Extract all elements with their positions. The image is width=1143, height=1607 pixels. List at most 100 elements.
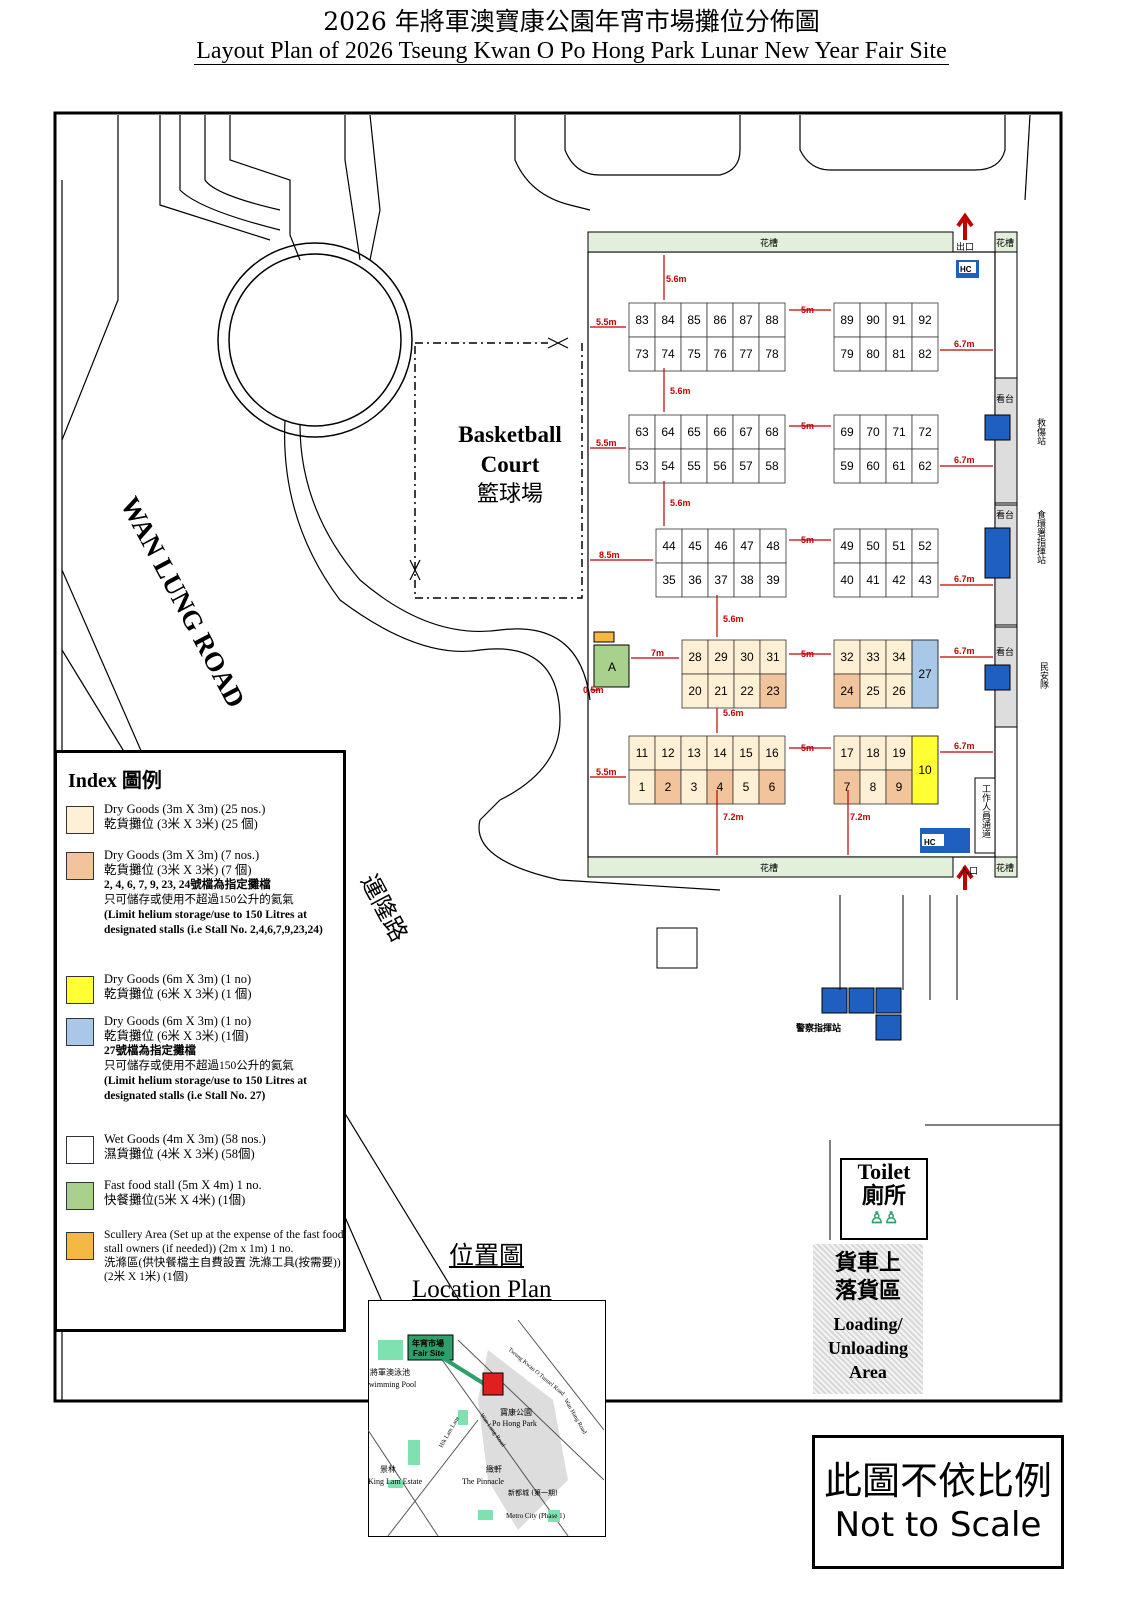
stall-box-31 (759, 639, 787, 675)
stall-26: 26 (885, 673, 913, 709)
fair-site-zh: 年宵市場 (412, 1338, 444, 1348)
stall-15: 15 (732, 735, 760, 771)
dim-l5: 5.5m (590, 767, 626, 778)
hc-top-label: HC (960, 265, 972, 274)
stall-box-81 (885, 336, 913, 372)
park-en: Po Hong Park (492, 1419, 537, 1428)
legend-item-2-en: Dry Goods (6m X 3m) (1 no) (104, 972, 252, 986)
fair-site-marker (482, 1372, 504, 1396)
planter-corner-top-label: 花槽 (996, 237, 1014, 249)
stall-number-76: 76 (713, 347, 727, 361)
stall-number-6: 6 (769, 780, 776, 794)
stall-box-25 (859, 673, 887, 709)
planter-bottom (587, 856, 954, 878)
stall-number-12: 12 (661, 746, 675, 760)
stall-12: 12 (654, 735, 682, 771)
stall-number-86: 86 (713, 313, 727, 327)
stall-72: 72 (911, 414, 939, 450)
stall-box-83 (628, 302, 656, 338)
stall-number-37: 37 (714, 573, 728, 587)
stall-number-47: 47 (740, 539, 754, 553)
stall-68: 68 (758, 414, 786, 450)
stall-box-9 (885, 769, 913, 805)
stall-32: 32 (833, 639, 861, 675)
stall-67: 67 (732, 414, 760, 450)
stall-2: 2 (654, 769, 682, 805)
stall-39: 39 (759, 562, 787, 598)
stall-82: 82 (911, 336, 939, 372)
stall-number-78: 78 (765, 347, 779, 361)
stall-number-38: 38 (740, 573, 754, 587)
dim-d5: 5.6m (716, 708, 744, 733)
stall-75: 75 (680, 336, 708, 372)
stall-box-5 (732, 769, 760, 805)
stall-number-45: 45 (688, 539, 702, 553)
location-plan-map: 年宵市場 Fair Site 將軍澳泳池 TKO Swimming Pool 寶… (368, 1300, 606, 1537)
dim-l4-label: 7m (651, 648, 664, 658)
stall-number-17: 17 (840, 746, 854, 760)
road-label-en: WAN LUNG ROAD (115, 492, 251, 713)
stall-box-63 (628, 414, 656, 450)
stall-box-61 (885, 448, 913, 484)
police-command-post (821, 987, 902, 1041)
stall-number-52: 52 (918, 539, 932, 553)
stall-box-38 (733, 562, 761, 598)
legend-item-3-zh: 乾貨攤位 (6米 X 3米) (1個) (104, 1029, 249, 1043)
stall-80: 80 (859, 336, 887, 372)
stall-number-70: 70 (866, 425, 880, 439)
winding-path (284, 419, 721, 891)
stall-box-62 (911, 448, 939, 484)
stall-box-24 (833, 673, 861, 709)
pinnacle-zh: 緻軒 (486, 1464, 502, 1474)
stall-box-55 (680, 448, 708, 484)
stall-number-81: 81 (892, 347, 906, 361)
stall-number-5: 5 (743, 780, 750, 794)
legend-item-1-note1: 2, 4, 6, 7, 9, 23, 24號檔為指定攤檔 (104, 879, 271, 891)
stall-66: 66 (706, 414, 734, 450)
title-english: Layout Plan of 2026 Tseung Kwan O Po Hon… (0, 38, 1143, 65)
stall-73: 73 (628, 336, 656, 372)
stall-box-22 (733, 673, 761, 709)
stall-number-24: 24 (840, 684, 854, 698)
dim-d4: 5.6m (716, 595, 744, 637)
metro-en: Metro City (Phase 1) (506, 1512, 566, 1520)
stall-number-43: 43 (918, 573, 932, 587)
stall-box-67 (732, 414, 760, 450)
stall-10: 10 (911, 735, 939, 805)
legend-item-6-en: Scullery Area (Set up at the expense of … (104, 1229, 344, 1255)
stall-number-68: 68 (765, 425, 779, 439)
stall-63: 63 (628, 414, 656, 450)
stall-number-4: 4 (717, 780, 724, 794)
stall-box-27 (911, 639, 939, 709)
legend-swatch-dry-goods-6m-helium (66, 1018, 94, 1046)
stall-box-43 (911, 562, 939, 598)
stall-number-20: 20 (688, 684, 702, 698)
stall-number-31: 31 (766, 650, 780, 664)
stall-43: 43 (911, 562, 939, 598)
stall-box-39 (759, 562, 787, 598)
loading-en2: Unloading (827, 1338, 909, 1358)
stall-41: 41 (859, 562, 887, 598)
stall-40: 40 (833, 562, 861, 598)
metro-zh: 新都城 (第一期) (508, 1488, 558, 1497)
stall-61: 61 (885, 448, 913, 484)
stall-box-84 (654, 302, 682, 338)
stall-number-35: 35 (662, 573, 676, 587)
dim-d2: 5.6m (663, 368, 691, 412)
legend-swatch-fast-food (66, 1182, 94, 1210)
stall-box-52 (911, 528, 939, 564)
basketball-label-line2: Court (480, 452, 540, 477)
stall-number-57: 57 (739, 459, 753, 473)
cas-label: 民安隊 (1038, 662, 1049, 690)
stall-19: 19 (885, 735, 913, 771)
stall-box-64 (654, 414, 682, 450)
pinnacle-en: The Pinnacle (462, 1477, 504, 1486)
hc-toilet-bottom-label-bg (922, 834, 944, 846)
stall-box-77 (732, 336, 760, 372)
stall-3: 3 (680, 769, 708, 805)
dim-small-label: 0.5m (583, 685, 604, 695)
fair-site-pointer (441, 1356, 488, 1387)
stall-number-90: 90 (866, 313, 880, 327)
stall-box-56 (706, 448, 734, 484)
stall-87: 87 (732, 302, 760, 338)
